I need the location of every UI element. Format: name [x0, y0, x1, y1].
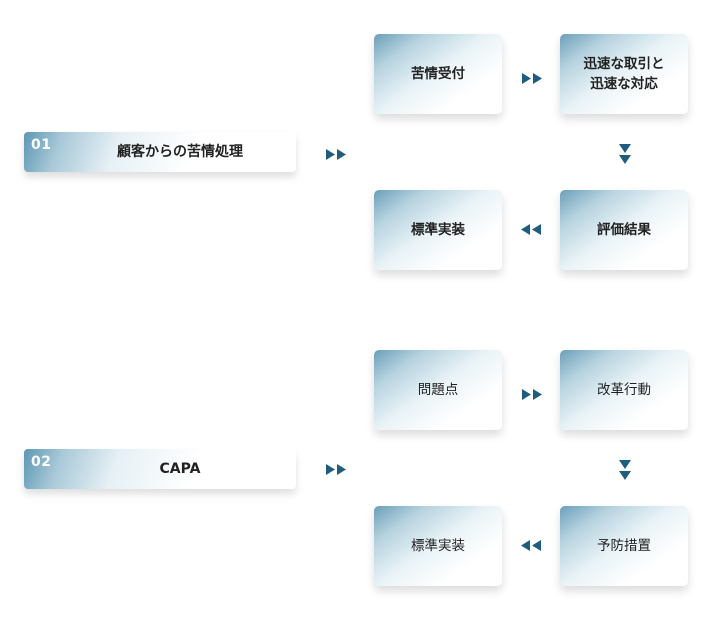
section-number: 02 — [31, 454, 52, 470]
step-label: 予防措置 — [597, 538, 651, 554]
double-arrow-right-icon — [326, 149, 348, 160]
step-evaluation-result: 評価結果 — [560, 190, 688, 270]
step-label: 標準実装 — [411, 222, 465, 238]
step-complaint-intake: 苦情受付 — [374, 34, 502, 114]
double-arrow-right-icon — [522, 73, 544, 84]
step-problem: 問題点 — [374, 350, 502, 430]
section-01-label: 01 顧客からの苦情処理 — [24, 132, 296, 172]
double-arrow-left-icon — [521, 540, 543, 551]
section-title: 顧客からの苦情処理 — [117, 144, 243, 160]
step-label: 改革行動 — [597, 382, 651, 398]
section-number: 01 — [31, 137, 52, 153]
step-standard-implementation: 標準実装 — [374, 506, 502, 586]
step-label: 標準実装 — [411, 538, 465, 554]
step-label: 問題点 — [417, 382, 459, 398]
double-arrow-right-icon — [326, 464, 348, 475]
double-arrow-down-icon — [619, 460, 631, 481]
step-corrective-action: 改革行動 — [560, 350, 688, 430]
step-label: 迅速な取引と 迅速な対応 — [583, 56, 665, 92]
step-label: 苦情受付 — [411, 66, 465, 82]
double-arrow-right-icon — [522, 389, 544, 400]
section-title: CAPA — [159, 461, 201, 477]
step-rapid-response: 迅速な取引と 迅速な対応 — [560, 34, 688, 114]
step-standard-implementation: 標準実装 — [374, 190, 502, 270]
double-arrow-left-icon — [521, 224, 543, 235]
step-label: 評価結果 — [597, 222, 651, 238]
section-02-label: 02 CAPA — [24, 449, 296, 489]
double-arrow-down-icon — [619, 144, 631, 165]
step-preventive-action: 予防措置 — [560, 506, 688, 586]
